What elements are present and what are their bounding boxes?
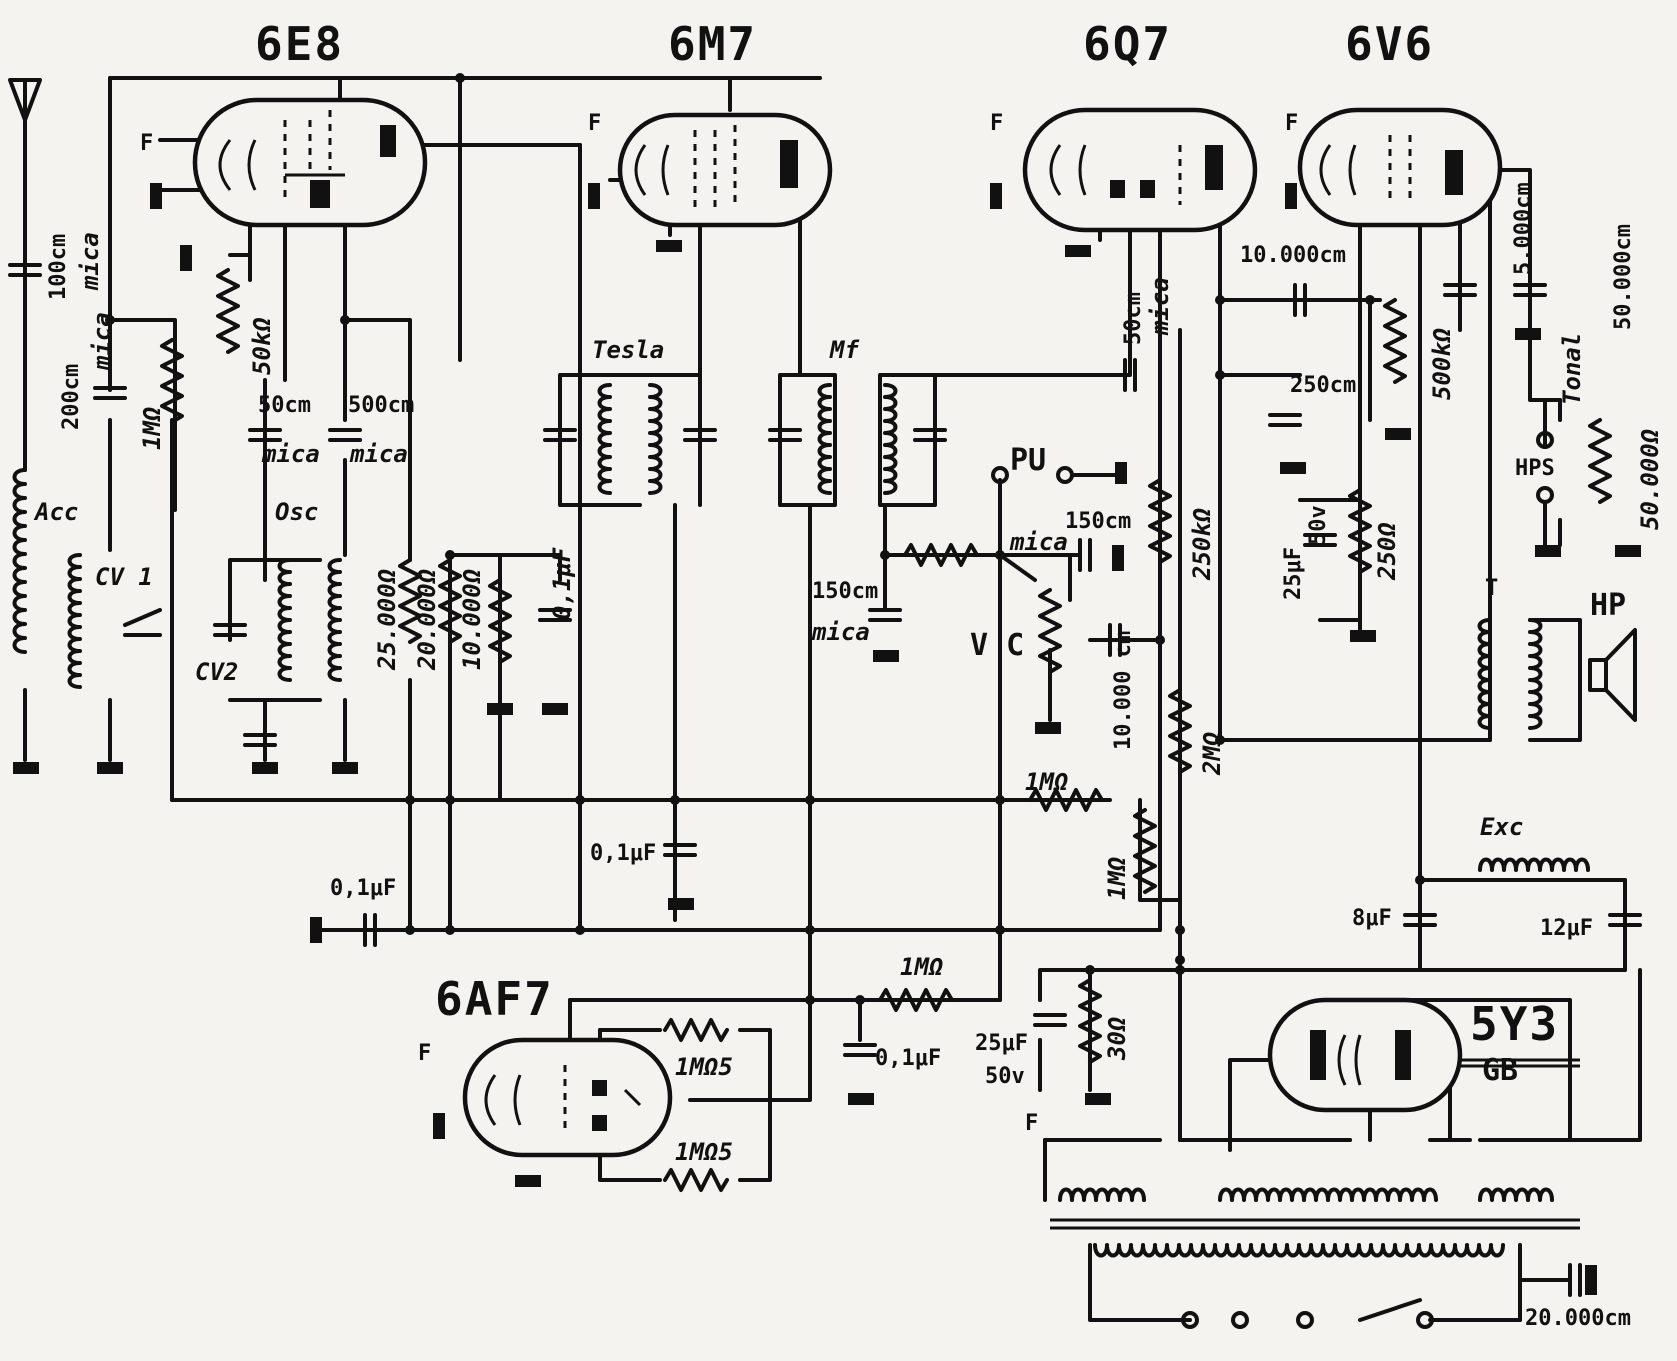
value-250ohm: 250Ω — [1373, 522, 1401, 581]
value-50kohm: 50kΩ — [248, 317, 276, 375]
value-25000ohm: 25.000Ω — [373, 568, 401, 671]
value-1mohm-d: 1MΩ — [900, 953, 944, 981]
label-f6: F — [1025, 1111, 1038, 1136]
capacitors — [8, 263, 1642, 1297]
value-20000cm: 20.000cm — [1525, 1306, 1631, 1331]
tube-label-5y3: 5Y3 — [1470, 997, 1559, 1051]
label-vc: V C — [970, 628, 1024, 663]
label-tesla: Tesla — [592, 336, 664, 364]
resistors — [160, 268, 1612, 1192]
value-500kohm: 500kΩ — [1428, 327, 1456, 400]
terminals — [991, 398, 1554, 1329]
value-mica-5: mica — [1146, 277, 1174, 336]
tube-label-6af7: 6AF7 — [435, 972, 554, 1026]
tube-label-6q7: 6Q7 — [1083, 17, 1172, 71]
value-1mohm-c: 1MΩ — [1103, 856, 1131, 900]
wiring — [23, 76, 1642, 1322]
label-acc: Acc — [33, 498, 78, 526]
label-f4: F — [1285, 111, 1298, 136]
value-25uf: 25μF — [1281, 547, 1306, 600]
value-2mohm: 2MΩ — [1198, 731, 1226, 776]
value-25uf-b: 25μF — [975, 1031, 1028, 1056]
tube-6q7 — [1022, 107, 1258, 233]
component-labels: F F F F F F Acc CV 1 Osc CV2 Tesla Mf PU… — [33, 111, 1626, 1136]
value-0-1uf-b: 0,1μF — [590, 841, 656, 866]
label-cv1: CV 1 — [95, 563, 153, 591]
tube-6v6 — [1297, 107, 1503, 228]
label-f3: F — [990, 111, 1003, 136]
label-hps: HPS — [1515, 456, 1555, 481]
value-200cm: 200cm — [59, 364, 84, 430]
value-mica-7: mica — [811, 618, 870, 646]
value-100cm: 100cm — [46, 234, 71, 300]
label-cv2: CV2 — [195, 658, 238, 686]
value-8uf: 8μF — [1352, 906, 1392, 931]
value-10000cm-b: 10.000 cm — [1111, 631, 1136, 750]
value-0-1uf-c: 0,1μF — [330, 876, 396, 901]
value-500cm: 500cm — [348, 393, 414, 418]
label-tonal: Tonal — [1558, 333, 1586, 405]
coils — [12, 383, 1590, 1258]
label-pu: PU — [1010, 443, 1046, 478]
value-labels: 100cm mica 200cm mica 1MΩ 50kΩ 50cm mica… — [46, 182, 1664, 1331]
junction-dots — [105, 73, 1465, 1005]
value-150cm-a: 150cm — [1065, 509, 1131, 534]
value-10000cm-a: 10.000cm — [1240, 243, 1346, 268]
label-exc: Exc — [1480, 813, 1523, 841]
tube-labels: 6E8 6M7 6Q7 6V6 6AF7 5Y3 GB — [255, 17, 1559, 1088]
value-mica-1: mica — [76, 232, 104, 291]
value-50000cm: 50.000cm — [1611, 224, 1636, 330]
value-50cm-b: 50cm — [1121, 292, 1146, 345]
tube-label-6m7: 6M7 — [668, 17, 757, 71]
value-tonal-50000ohm: 50.000Ω — [1636, 428, 1664, 530]
label-osc: Osc — [275, 498, 318, 526]
value-10000ohm: 10.000Ω — [458, 568, 486, 670]
tube-6e8 — [192, 97, 428, 228]
label-hp: HP — [1590, 588, 1626, 623]
value-mica-3: mica — [261, 440, 320, 468]
value-12uf: 12μF — [1540, 916, 1593, 941]
value-1mohm-b: 1MΩ — [1025, 768, 1069, 796]
value-50cm: 50cm — [258, 393, 311, 418]
value-50v-b: 50v — [985, 1064, 1025, 1089]
value-5000cm: 5.000cm — [1511, 182, 1536, 275]
value-mica-4: mica — [349, 440, 408, 468]
value-50v: 50v — [1306, 505, 1331, 545]
label-f2: F — [588, 111, 601, 136]
tube-5y3 — [1267, 997, 1463, 1113]
label-mf: Mf — [829, 336, 859, 364]
tube-label-6v6: 6V6 — [1345, 17, 1434, 71]
value-1mohm-a: 1MΩ — [138, 406, 166, 450]
label-t: T — [1485, 576, 1498, 601]
tube-6m7 — [617, 112, 833, 228]
antenna-symbol — [8, 78, 42, 122]
value-150cm-b: 150cm — [812, 579, 878, 604]
tube-6af7 — [462, 1037, 673, 1158]
value-mica-6: mica — [1009, 528, 1068, 556]
value-250cm: 250cm — [1290, 373, 1356, 398]
tube-label-6e8: 6E8 — [255, 17, 344, 71]
value-0-1uf-d: 0,1μF — [875, 1046, 941, 1071]
loudspeaker-symbol — [1588, 628, 1637, 722]
value-1mohm5-a: 1MΩ5 — [675, 1053, 733, 1081]
value-mica-2: mica — [88, 312, 116, 371]
tube-label-gb: GB — [1482, 1053, 1518, 1088]
ground-symbols — [13, 183, 1641, 1295]
label-f1: F — [140, 131, 153, 156]
value-1mohm5-b: 1MΩ5 — [675, 1138, 733, 1166]
label-f5: F — [418, 1041, 431, 1066]
value-250kohm: 250kΩ — [1188, 507, 1216, 581]
value-0-1uf-a: 0,1μF — [548, 547, 576, 620]
value-30ohm: 30Ω — [1103, 1016, 1131, 1061]
value-20000ohm: 20.000Ω — [413, 568, 441, 671]
